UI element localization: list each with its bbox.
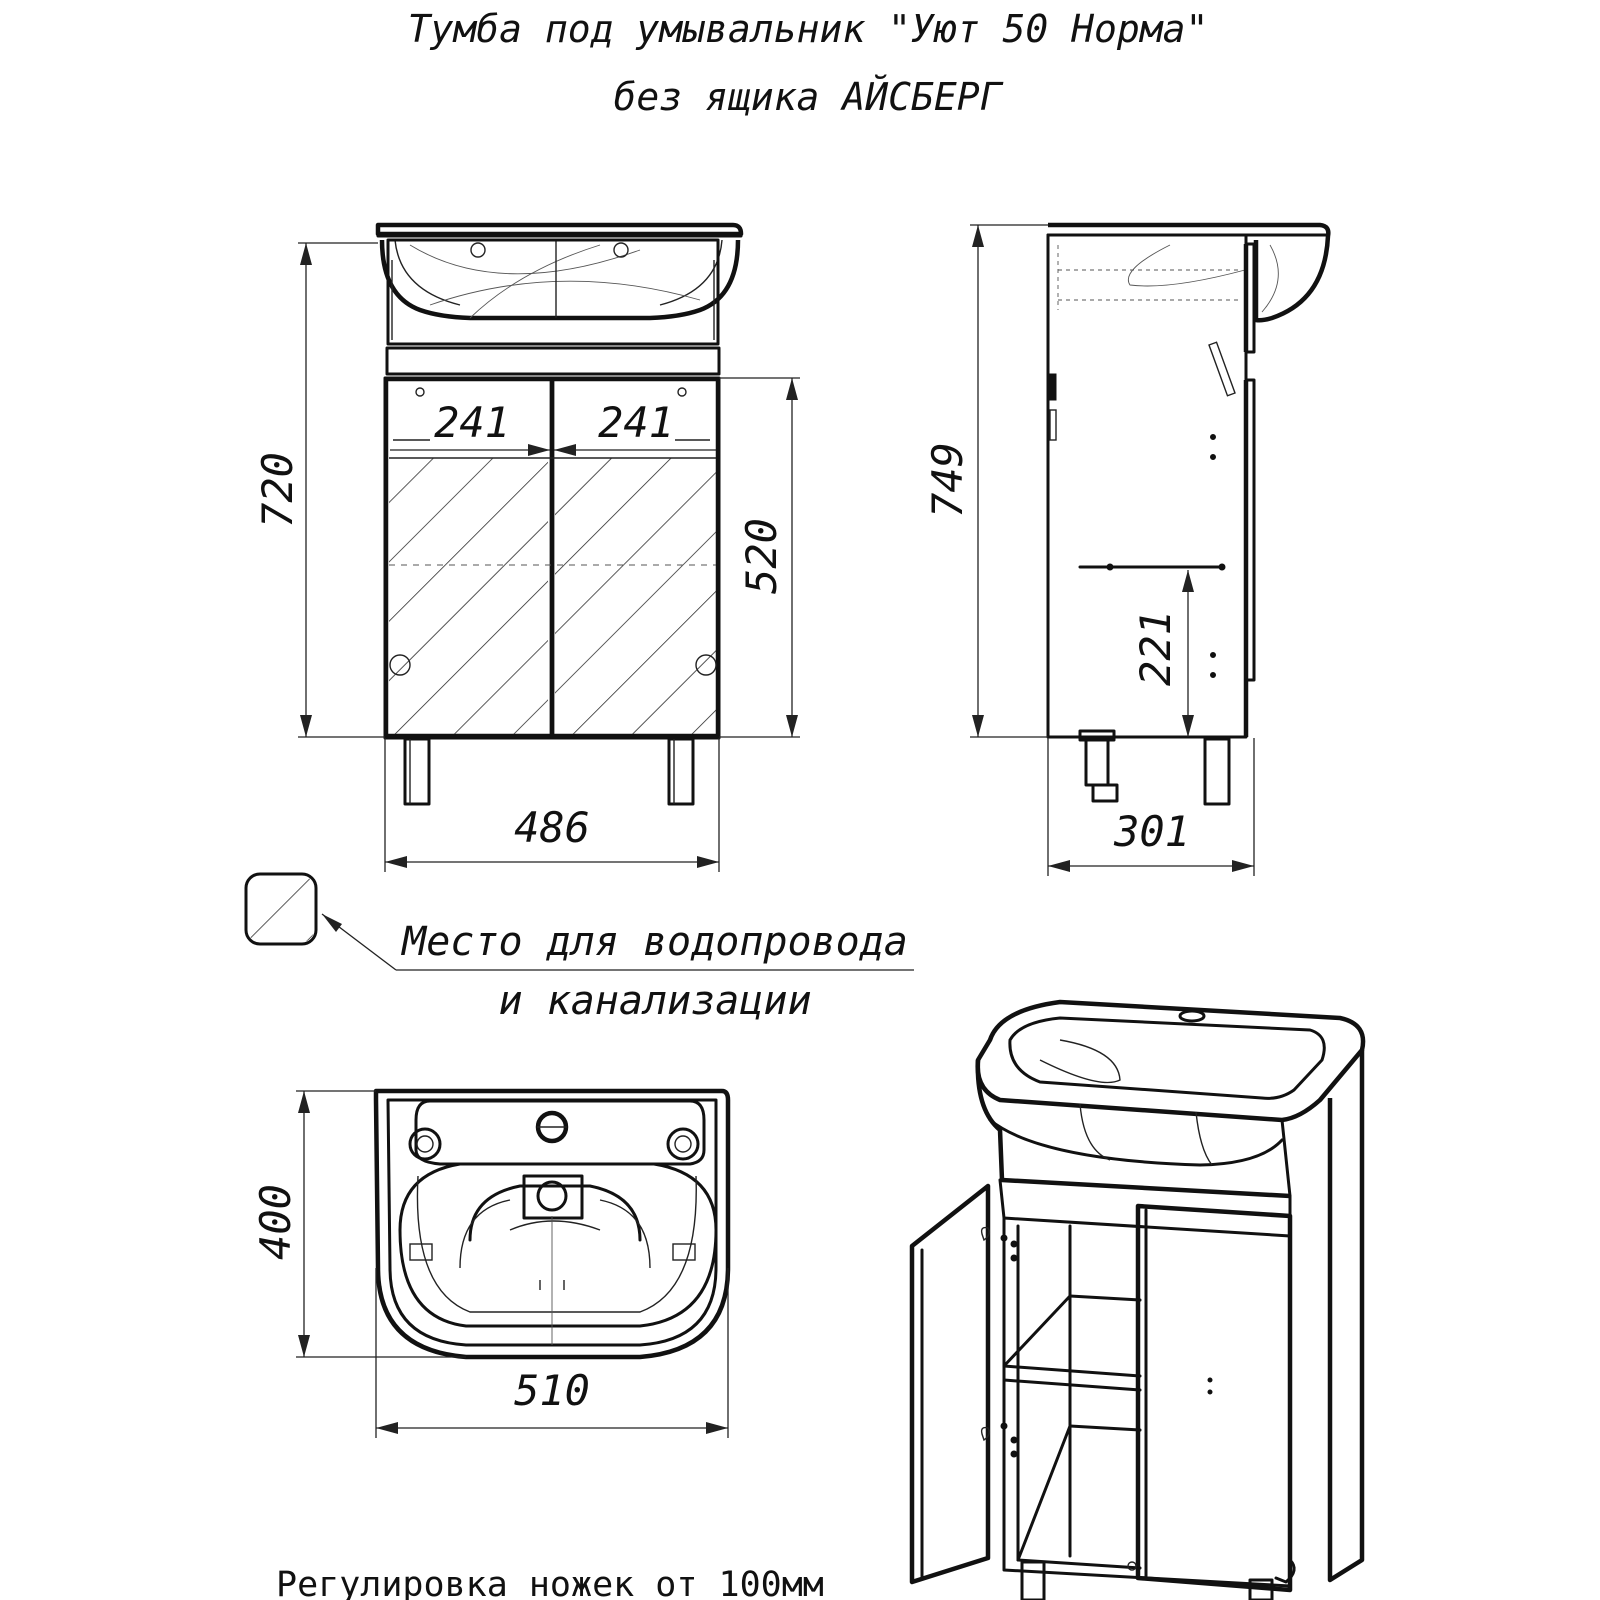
legend-hatch-swatch [244,872,318,946]
front-view [375,222,744,806]
front-leg-right [667,737,695,806]
plumbing-zone-right [555,458,716,734]
dim-top-width: 510 [514,1366,590,1415]
side-leg-rear [1084,737,1110,787]
legend-text-line-2: и канализации [498,978,811,1024]
front-door-right [549,376,721,739]
side-dimension-lines [970,224,1255,876]
iso-door-right [1135,1203,1293,1593]
side-view [1046,222,1331,806]
front-basin-rim [375,222,744,237]
dim-side-depth: 301 [1113,807,1190,856]
legend-text-line-1: Место для водопровода [400,919,908,965]
side-basin [1048,222,1331,323]
dim-shelf-height: 221 [1131,610,1180,686]
dim-top-depth: 400 [251,1184,300,1260]
dim-front-width: 486 [514,803,590,852]
front-dimension-lines [298,242,800,872]
top-basin-outline [373,1088,731,1360]
isometric-view [909,999,1366,1600]
top-view [373,1088,731,1360]
front-leg-left [403,737,431,806]
side-leg-front [1203,737,1231,806]
iso-leg-front-right [1248,1578,1274,1600]
iso-door-left [909,1183,991,1585]
front-top-panel [386,238,720,346]
dim-door-height: 520 [737,518,786,594]
dim-door-left-width: 241 [434,398,510,447]
title-line-1: Тумба под умывальник "Уют 50 Норма" [408,7,1209,51]
title-block: Тумба под умывальник "Уют 50 Норма" без … [408,7,1209,119]
iso-side-panel [1327,1050,1365,1583]
title-line-2: без ящика АЙСБЕРГ [614,75,1004,119]
iso-shelf [1002,1294,1142,1368]
top-basin-inner [414,1099,706,1166]
iso-basin-outer [975,999,1366,1123]
dim-door-right-width: 241 [598,398,674,447]
plumbing-zone-left [389,458,548,734]
front-basin-bowl [379,239,741,321]
dim-front-height: 720 [253,452,302,528]
plumbing-zone-legend: Место для водопровода и канализации [244,872,914,1024]
dim-side-height: 749 [923,442,972,518]
top-dimension-lines [296,1090,729,1438]
footer-leg-adjustment-note: Регулировка ножек от 100мм [276,1565,824,1600]
iso-leg-front-left [1020,1560,1046,1600]
